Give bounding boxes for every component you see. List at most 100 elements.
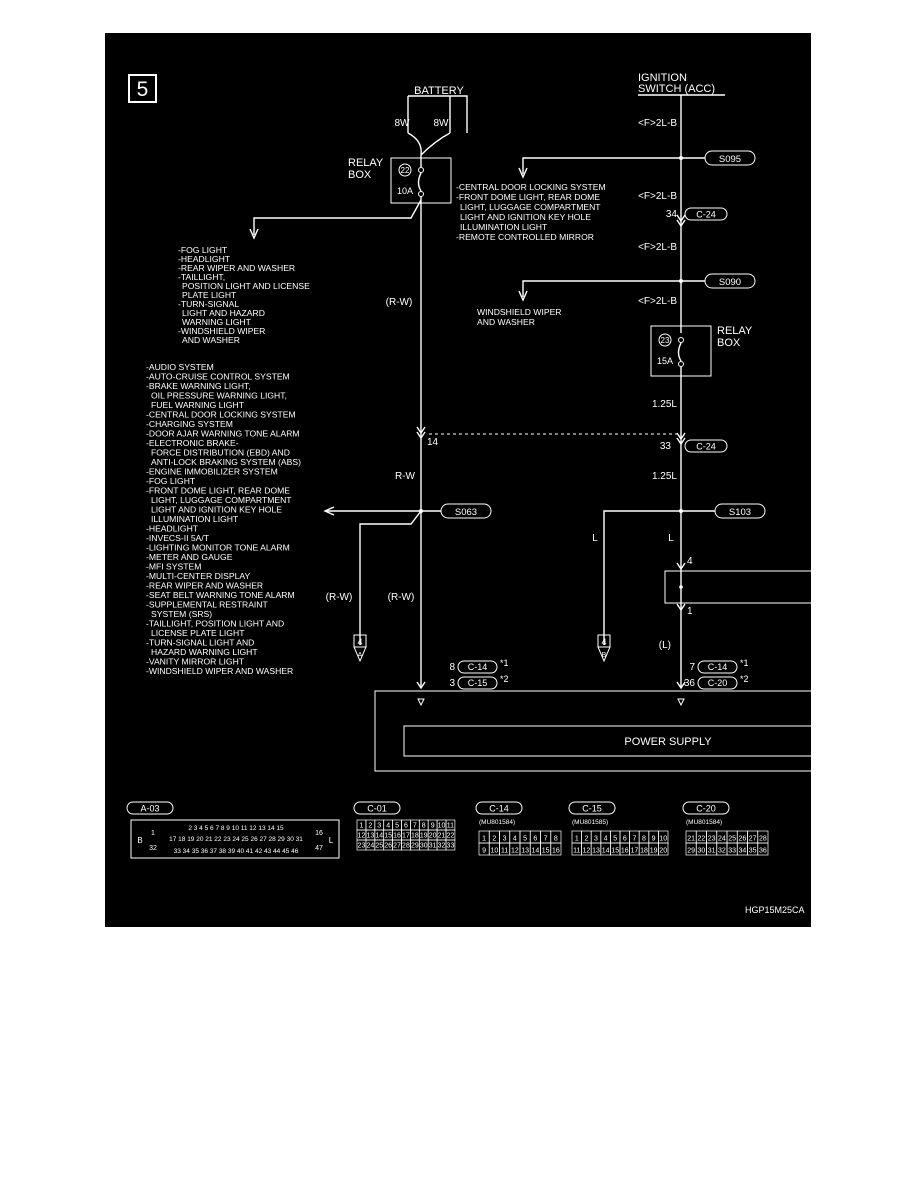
audio-list-line: -BRAKE WARNING LIGHT, [146, 381, 251, 391]
connector-pin-label: 28 [402, 843, 410, 850]
splice-s095-label: S095 [719, 154, 741, 165]
connector-pin-label: 35 [749, 848, 757, 855]
ignition-label-2: SWITCH (ACC) [638, 83, 715, 95]
connector-pin-label: 31 [708, 848, 716, 855]
connector-pin-label: 11 [501, 848, 508, 855]
fog-list-line: -WINDSHIELD WIPER [178, 326, 265, 336]
connector-c14-a-label: C-14 [468, 662, 488, 672]
connector-c15-a [457, 676, 498, 690]
connector-pin-label: 7 [632, 836, 636, 843]
connector-view-c20-part: (MU801584) [686, 819, 722, 826]
footnote-star-1b: *1 [740, 658, 749, 668]
connector-pin-label: 2 [368, 823, 372, 830]
wire-fog-branch [253, 199, 422, 235]
wire-s095-branch [522, 157, 681, 174]
relay-feed-line: LIGHT, LUGGAGE COMPARTMENT [460, 202, 601, 212]
c24-pin-34: 34 [666, 209, 678, 220]
a03-pin-1: 1 [151, 830, 155, 837]
audio-list-line: -REAR WIPER AND WASHER [146, 581, 263, 591]
connector-c20-a [697, 676, 738, 690]
connector-pin-label: 24 [366, 843, 374, 850]
audio-list-line: OIL PRESSURE WARNING LIGHT, [151, 391, 287, 401]
connector-pin-label: 32 [438, 843, 446, 850]
connector-view-c14-part: (MU801584) [479, 819, 515, 826]
page-number: 5 [137, 78, 149, 101]
connector-pin-cell [445, 839, 456, 851]
connector-view-a03 [130, 819, 340, 859]
wiper-list-line: AND WASHER [477, 317, 535, 327]
relay-box-left-label-1: RELAY [348, 157, 384, 169]
c20-pin-36: 36 [684, 678, 696, 689]
fog-list-line: POSITION LIGHT AND LICENSE [182, 281, 310, 291]
connector-pin-label: 14 [531, 848, 539, 855]
arrow-tag-b-number: 4 [601, 637, 606, 647]
connector-right-arrow [676, 681, 686, 690]
connector-pin-label: 25 [728, 836, 736, 843]
connector-pin-label: 3 [594, 836, 598, 843]
audio-list-line: -DOOR AJAR WARNING TONE ALARM [146, 429, 300, 439]
audio-list-line: -HEADLIGHT [146, 524, 199, 534]
arrow-s090-branch [518, 290, 528, 302]
relay-box-right-label-2: BOX [717, 337, 741, 349]
connector-view-c15-label: C-15 [582, 804, 602, 814]
relay-feed-line: -CENTRAL DOOR LOCKING SYSTEM [456, 182, 606, 192]
power-supply-box [403, 725, 811, 757]
connector-pin-label: 8 [422, 823, 426, 830]
connector-view-c20-label: C-20 [696, 804, 716, 814]
fuse-22-circle [398, 163, 412, 177]
intermediate-component-node [679, 585, 683, 589]
audio-list-line: LIGHT AND IGNITION KEY HOLE [151, 505, 282, 515]
a03-pin-16: 16 [315, 830, 323, 837]
a03-side-left: B [137, 836, 142, 845]
connector-pin-label: 24 [718, 836, 726, 843]
connector-c20-a-label: C-20 [708, 678, 728, 688]
wire-s090-branch [522, 280, 681, 297]
fuse-23-circle [658, 333, 672, 347]
connector-pin-label: 15 [611, 848, 619, 855]
connector-pin-label: 12 [511, 848, 519, 855]
connector-view-c01-tag [353, 801, 401, 815]
label-l-left: L [592, 533, 598, 544]
audio-list-line: FORCE DISTRIBUTION (EBD) AND [151, 448, 290, 458]
wire-l-to-b [603, 510, 681, 645]
connector-view-a03-label: A-03 [140, 804, 159, 814]
connector-pin-label: 30 [697, 848, 705, 855]
connector-view-c20-tag [682, 801, 730, 815]
connector-pin-label: 5 [395, 823, 399, 830]
fog-list-line: -FOG LIGHT [178, 245, 228, 255]
connector-pin-label: 15 [542, 848, 550, 855]
connector-pin-label: 14 [602, 848, 610, 855]
connector-pin-label: 3 [503, 836, 507, 843]
connector-pin-label: 18 [411, 833, 419, 840]
label-r-w-left: (R-W) [326, 592, 353, 603]
relay-feed-line: -REMOTE CONTROLLED MIRROR [456, 232, 594, 242]
connector-pin-label: 21 [438, 833, 446, 840]
connector-pin-label: 3 [377, 823, 381, 830]
connector-pin-label: 27 [393, 843, 401, 850]
connector-view-c14-tag [475, 801, 523, 815]
c14-pin-7: 7 [689, 662, 695, 673]
fog-list-line: PLATE LIGHT [182, 290, 237, 300]
wiring-diagram-panel: 5 BATTERY 8W 8W RELAY BOX 22 10A -CENTRA… [105, 33, 811, 927]
connector-view-c14-label: C-14 [489, 804, 509, 814]
pin-14: 14 [427, 437, 439, 448]
connector-c14-a [457, 660, 498, 674]
connector-pin-label: 7 [413, 823, 417, 830]
wiring-diagram: 5 BATTERY 8W 8W RELAY BOX 22 10A -CENTRA… [126, 72, 811, 915]
audio-list-line: -TAILLIGHT, POSITION LIGHT AND [146, 619, 284, 629]
audio-list-line: ILLUMINATION LIGHT [151, 514, 239, 524]
relay-feed-line: LIGHT AND IGNITION KEY HOLE [460, 212, 591, 222]
connector-pin-label: 36 [759, 848, 767, 855]
audio-list-line: ANTI-LOCK BRAKING SYSTEM (ABS) [151, 457, 301, 467]
battery-bus [408, 95, 468, 133]
connector-pin-label: 8 [642, 836, 646, 843]
connector-pin-label: 9 [482, 848, 486, 855]
footnote-star-2b: *2 [740, 674, 749, 684]
splice-s090-label: S090 [719, 277, 741, 288]
connector-14-symbol [416, 426, 426, 440]
connector-view-c15-tag [568, 801, 616, 815]
label-r-w-center: (R-W) [388, 592, 415, 603]
audio-list-line: -INVECS-II 5A/T [146, 533, 210, 543]
